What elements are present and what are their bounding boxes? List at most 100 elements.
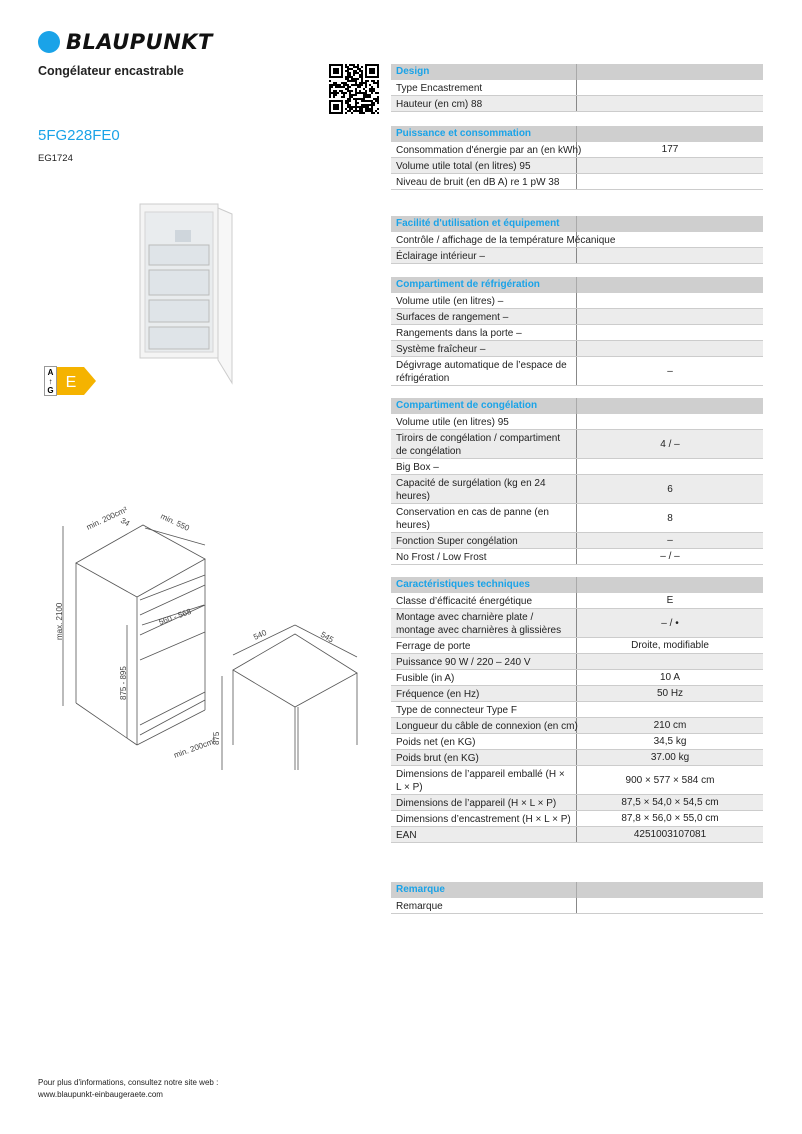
table-row: EAN 4251003107081 <box>391 827 763 843</box>
section-header: Facilité d'utilisation et équipement <box>391 216 763 232</box>
table-row: Puissance 90 W / 220 – 240 V <box>391 654 763 670</box>
row-value <box>577 459 763 474</box>
energy-class-badge: A ↑ G E <box>44 366 98 401</box>
table-row: Big Box – <box>391 459 763 475</box>
row-label: Fonction Super congélation <box>391 533 577 548</box>
table-row: Surfaces de rangement – <box>391 309 763 325</box>
table-row: Type Encastrement <box>391 80 763 96</box>
row-value <box>577 96 763 111</box>
row-value: 6 <box>667 483 673 495</box>
table-row: Capacité de surgélation (kg en 24 heures… <box>391 475 763 504</box>
table-row: Conservation en cas de panne (en heures)… <box>391 504 763 533</box>
row-value <box>577 898 763 913</box>
model-number: 5FG228FE0 <box>38 127 120 144</box>
drawing-label-appliance-width: 540 <box>252 628 268 642</box>
row-label: Contrôle / affichage de la température M… <box>391 232 615 247</box>
row-value <box>577 248 763 263</box>
row-label: Longueur du câble de connexion (en cm) <box>391 718 578 733</box>
row-label: Type de connecteur Type F <box>391 702 577 717</box>
row-value: Droite, modifiable <box>631 640 709 651</box>
row-label: Surfaces de rangement – <box>391 309 577 324</box>
row-value: 37.00 kg <box>650 752 690 763</box>
row-label: EAN <box>391 827 577 842</box>
table-row: Éclairage intérieur – <box>391 248 763 264</box>
installation-drawing: min. 200cm² 34 min. 550 max. 2100 560 - … <box>55 505 358 770</box>
row-label: Big Box – <box>391 459 577 474</box>
section-title: Facilité d'utilisation et équipement <box>391 216 577 232</box>
row-label: Fréquence (en Hz) <box>391 686 577 701</box>
product-photo <box>139 200 233 385</box>
table-row: Niveau de bruit (en dB A) re 1 pW 38 <box>391 174 763 190</box>
table-row: Fonction Super congélation– <box>391 533 763 549</box>
energy-scale-bottom: G <box>47 386 53 395</box>
row-value <box>577 309 763 324</box>
row-value <box>577 654 763 669</box>
drawing-label-max-height: max. 2100 <box>55 602 64 640</box>
drawing-label-niche-height: 875 - 895 <box>119 666 128 700</box>
section-title: Compartiment de congélation <box>391 398 577 414</box>
drawing-label-vent-bottom: min. 200cm² <box>173 736 218 760</box>
section-title: Compartiment de réfrigération <box>391 277 577 293</box>
table-row: Poids net (en KG)34,5 kg <box>391 734 763 750</box>
row-value <box>577 174 763 189</box>
row-value: 900 × 577 × 584 cm <box>625 774 715 786</box>
product-type: Congélateur encastrable <box>38 64 184 78</box>
row-label: Hauteur (en cm) 88 <box>391 96 577 111</box>
row-value: 177 <box>661 144 679 155</box>
row-label: Dimensions d’encastrement (H × L × P) <box>391 811 577 826</box>
row-value: 87,8 × 56,0 × 55,0 cm <box>621 813 719 824</box>
row-label: Remarque <box>391 898 577 913</box>
row-value: 10 A <box>659 672 681 683</box>
section-header: Puissance et consommation <box>391 126 763 142</box>
table-row: Hauteur (en cm) 88 <box>391 96 763 112</box>
row-value <box>577 341 763 356</box>
qr-code[interactable] <box>329 64 379 114</box>
energy-class: E <box>66 374 77 391</box>
row-value <box>577 702 763 717</box>
table-row: Poids brut (en KG) 37.00 kg <box>391 750 763 766</box>
row-value: – / – <box>660 551 680 562</box>
row-label: Poids brut (en KG) <box>391 750 577 765</box>
row-value: E <box>666 595 674 606</box>
row-value: 210 cm <box>653 720 687 731</box>
row-label: Classe d’éfficacité énergétique <box>391 593 577 608</box>
table-row: Classe d’éfficacité énergétique E <box>391 593 763 609</box>
row-label: Consommation d'énergie par an (en kWh) <box>391 142 581 157</box>
row-value: – / • <box>661 617 679 629</box>
row-label: Éclairage intérieur – <box>391 248 577 263</box>
table-row: Contrôle / affichage de la température M… <box>391 232 763 248</box>
section-title: Design <box>391 64 577 80</box>
row-label: Dimensions de l’appareil emballé (H × L … <box>391 766 577 794</box>
row-label: Puissance 90 W / 220 – 240 V <box>391 654 577 669</box>
table-row: Système fraîcheur – <box>391 341 763 357</box>
footer-website-link[interactable]: www.blaupunkt-einbaugeraete.com <box>38 1090 163 1099</box>
table-row: Dimensions d’encastrement (H × L × P) 87,… <box>391 811 763 827</box>
brand-name: BLAUPUNKT <box>66 30 213 54</box>
section-title: Remarque <box>391 882 577 898</box>
drawing-label-niche-width: 560 - 568 <box>158 607 193 627</box>
row-label: Volume utile (en litres) – <box>391 293 577 308</box>
logo-dot-icon <box>38 31 60 53</box>
section-header: Design <box>391 64 763 80</box>
reference-code: EG1724 <box>38 153 73 164</box>
row-value: 4 / – <box>660 438 680 450</box>
row-label: Tiroirs de congélation / compartiment de… <box>391 430 577 458</box>
row-label: Volume utile (en litres) 95 <box>391 414 577 429</box>
table-row: No Frost / Low Frost– / – <box>391 549 763 565</box>
row-value <box>577 293 763 308</box>
drawing-label-34: 34 <box>119 516 132 529</box>
row-value <box>577 232 763 247</box>
row-label: Système fraîcheur – <box>391 341 577 356</box>
row-label: Niveau de bruit (en dB A) re 1 pW 38 <box>391 174 577 189</box>
row-value: 4251003107081 <box>633 829 707 840</box>
table-row: Volume utile (en litres) 95 <box>391 414 763 430</box>
row-value <box>577 325 763 340</box>
drawing-label-min-width: min. 550 <box>159 512 191 533</box>
row-value <box>577 158 763 173</box>
row-label: Dimensions de l’appareil (H × L × P) <box>391 795 577 810</box>
